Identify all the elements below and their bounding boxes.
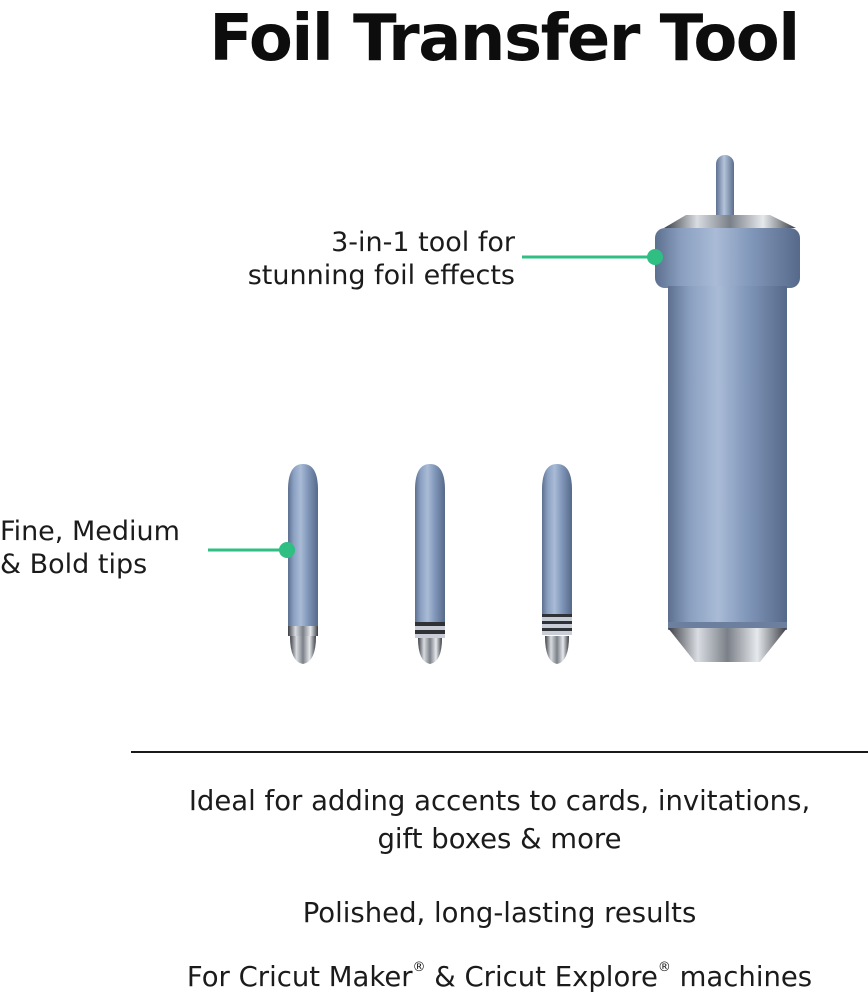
bold-tip: [542, 464, 572, 664]
page-title: Foil Transfer Tool: [209, 2, 800, 76]
registered-mark: ®: [657, 960, 671, 975]
housing-callout-leader: [522, 249, 663, 265]
registered-mark: ®: [412, 960, 426, 975]
feature-ideal-for-line: gift boxes & more: [377, 823, 622, 855]
housing-callout: 3-in-1 tool for stunning foil effects: [200, 226, 515, 292]
feature-results: Polished, long-lasting results: [302, 897, 697, 929]
tips-callout-leader: [208, 542, 295, 558]
compat-maker: For Cricut Maker: [186, 961, 413, 993]
product-illustration: [208, 155, 800, 664]
feature-compatibility: For Cricut Maker® & Cricut Explore® mach…: [131, 958, 868, 996]
compat-machines: machines: [670, 961, 813, 993]
tips-callout-line: & Bold tips: [0, 549, 148, 580]
tips-callout-line: Fine, Medium: [0, 516, 180, 547]
tips-callout: Fine, Medium & Bold tips: [0, 515, 198, 581]
feature-ideal-for-line: Ideal for adding accents to cards, invit…: [188, 785, 811, 817]
housing-callout-line: stunning foil effects: [247, 260, 515, 291]
feature-ideal-for: Ideal for adding accents to cards, invit…: [131, 782, 868, 858]
section-divider: [131, 751, 868, 753]
fine-tip: [288, 464, 318, 664]
medium-tip: [415, 464, 445, 664]
compat-explore: & Cricut Explore: [425, 961, 658, 993]
housing-callout-line: 3-in-1 tool for: [331, 227, 515, 258]
housing-tool: [655, 155, 800, 662]
